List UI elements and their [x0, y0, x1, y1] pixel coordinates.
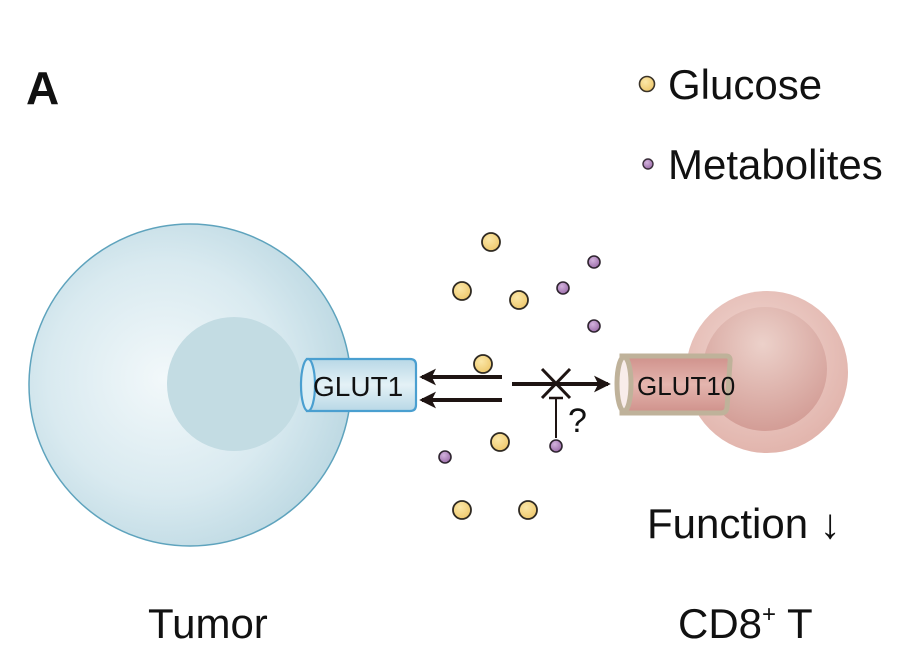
metabolite-molecule	[587, 255, 601, 269]
panel-label: A	[26, 62, 59, 114]
legend: Glucose Metabolites	[638, 61, 883, 188]
glucose-molecule	[452, 500, 472, 520]
glucose-molecule	[452, 281, 472, 301]
transport-arrows: ?	[419, 367, 611, 440]
tumor-cell	[28, 223, 352, 547]
tumor-label: Tumor	[148, 600, 268, 647]
legend-label-metabolites: Metabolites	[668, 141, 883, 188]
glut1-label: GLUT1	[313, 371, 403, 402]
metabolite-dot-icon	[642, 158, 654, 170]
glut10-transporter: GLUT10	[614, 353, 735, 416]
glut1-transporter: GLUT1	[299, 357, 418, 413]
glucose-molecule	[509, 290, 529, 310]
legend-item-metabolites: Metabolites	[642, 141, 883, 188]
molecules	[438, 232, 601, 520]
tumor-cell-nucleus	[167, 317, 301, 451]
cd8-t-label: CD8+ T	[678, 600, 813, 647]
inhibition-bar	[549, 396, 563, 438]
metabolite-molecule	[556, 281, 570, 295]
cd8-t-label-sup: +	[762, 601, 776, 628]
cd8-t-label-tail: T	[776, 600, 813, 647]
glut10-label: GLUT10	[637, 371, 735, 401]
t-cell-nucleus	[703, 307, 827, 431]
glucose-molecule	[473, 354, 493, 374]
glucose-dot-icon	[638, 75, 656, 93]
metabolite-molecule	[438, 450, 452, 464]
question-mark: ?	[568, 402, 587, 440]
blocked-cross-icon	[540, 367, 572, 400]
cd8-t-label-main: CD8	[678, 600, 762, 647]
legend-item-glucose: Glucose	[638, 61, 822, 108]
glucose-molecule	[518, 500, 538, 520]
function-decrease-label: Function ↓	[647, 500, 841, 547]
legend-label-glucose: Glucose	[668, 61, 822, 108]
metabolite-molecule	[587, 319, 601, 333]
glucose-molecule	[481, 232, 501, 252]
metabolite-molecule	[549, 439, 563, 453]
glucose-molecule	[490, 432, 510, 452]
